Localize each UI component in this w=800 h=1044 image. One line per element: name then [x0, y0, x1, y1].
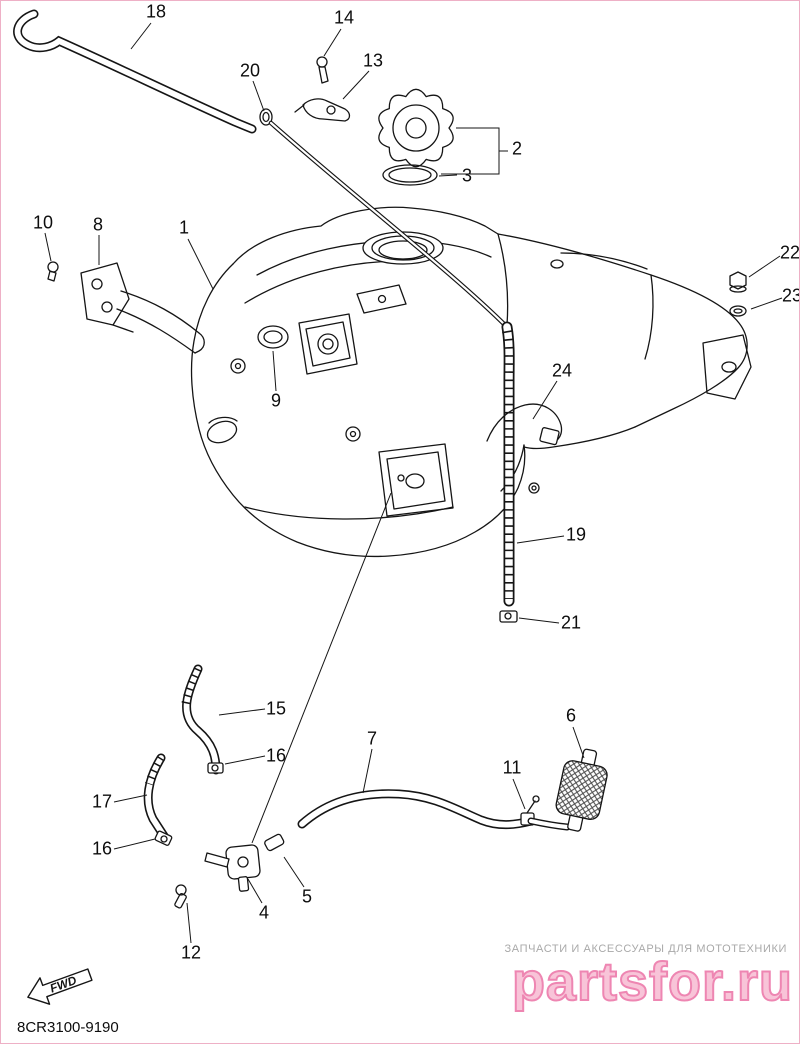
fwd-arrow: FWD — [27, 968, 93, 1005]
callout-label: 22 — [779, 242, 800, 263]
overflow-tube — [268, 120, 510, 330]
callout-label: 18 — [145, 1, 167, 22]
callout-label: 9 — [270, 390, 282, 411]
callout-label: 16 — [265, 745, 287, 766]
cap-gasket — [382, 164, 438, 186]
leader-lines — [44, 22, 783, 944]
fuel-hose-17 — [143, 753, 169, 841]
callout-label: 19 — [565, 524, 587, 545]
callout-label: 17 — [91, 791, 113, 812]
petcock-4 — [204, 844, 261, 892]
filter-connector — [527, 817, 571, 831]
fuel-hose-15 — [180, 664, 221, 775]
bracket-bolt — [47, 261, 59, 282]
callout-label: 8 — [92, 214, 104, 235]
joint-13 — [294, 98, 351, 122]
watermark-caption: ЗАПЧАСТИ И АКСЕССУАРЫ ДЛЯ МОТОТЕХНИКИ — [504, 943, 787, 955]
callout-label: 1 — [178, 217, 190, 238]
hose-clip-20 — [259, 108, 273, 126]
hose-clip-16-lower — [154, 830, 173, 846]
bolt-14 — [316, 56, 329, 84]
front-bracket — [80, 262, 205, 354]
rear-washer — [729, 305, 747, 317]
hose-clip-16-upper — [207, 762, 224, 774]
callout-label: 16 — [91, 838, 113, 859]
callout-label: 21 — [560, 612, 582, 633]
rear-nut — [729, 271, 747, 293]
callout-label: 20 — [239, 60, 261, 81]
fwd-label: FWD — [48, 973, 79, 996]
breather-hose-18 — [13, 9, 257, 134]
callout-label: 5 — [301, 886, 313, 907]
callout-label: 2 — [511, 138, 523, 159]
callout-label: 13 — [362, 50, 384, 71]
callout-label: 12 — [180, 942, 202, 963]
fuel-tank-outline — [190, 206, 752, 558]
callout-label: 11 — [502, 757, 522, 778]
callout-label: 10 — [32, 212, 54, 233]
callout-label: 4 — [258, 902, 270, 923]
fuel-hose-7 — [297, 789, 536, 830]
bolt-12 — [174, 884, 187, 909]
locating-line — [251, 492, 392, 844]
callout-label: 6 — [565, 705, 577, 726]
hose-clip-21 — [499, 610, 518, 623]
fitting-5 — [264, 833, 285, 852]
callout-label: 14 — [333, 7, 355, 28]
callout-label: 24 — [551, 360, 573, 381]
callout-label: 23 — [781, 285, 799, 306]
fuel-filter-6 — [555, 748, 608, 832]
callout-label: 3 — [461, 165, 473, 186]
drain-hose-19 — [501, 321, 515, 607]
fuel-cap — [378, 88, 454, 168]
callout-label: 7 — [366, 728, 378, 749]
part-code: 8CR3100-9190 — [17, 1019, 119, 1036]
callout-label: 15 — [265, 698, 287, 719]
wire-bracket-24 — [486, 403, 563, 446]
watermark-site: partsfor.ru — [511, 951, 793, 1013]
